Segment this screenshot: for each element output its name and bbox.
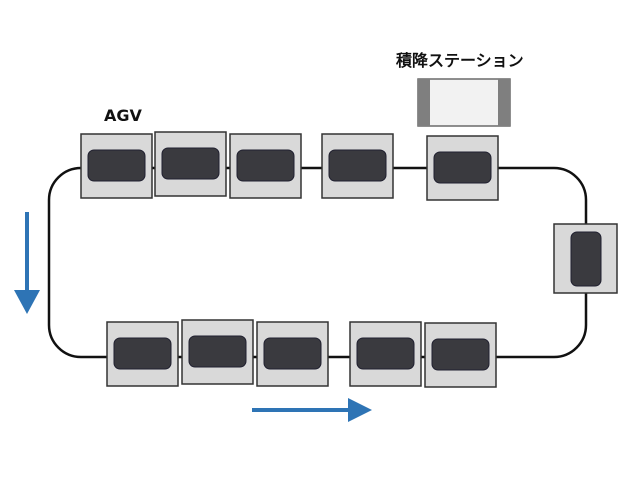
direction-arrow-down — [14, 212, 40, 314]
direction-arrow-right — [252, 398, 372, 422]
agv-label: AGV — [104, 106, 142, 125]
loading-station — [417, 78, 511, 127]
agv-bottom-4 — [349, 321, 422, 387]
agv-top-1 — [80, 133, 153, 199]
agv-bottom-5 — [424, 322, 497, 388]
agv-right-1 — [553, 223, 618, 294]
station-label: 積降ステーション — [396, 51, 524, 70]
top-agv-row — [80, 131, 499, 201]
station-left-side — [418, 79, 430, 126]
station-right-side — [498, 79, 510, 126]
agv-bottom-3 — [256, 321, 329, 387]
agv-top-3 — [229, 133, 302, 199]
agv-top-4 — [321, 133, 394, 199]
agv-top-2 — [154, 131, 227, 197]
agv-top-5 — [426, 135, 499, 201]
agv-bottom-2 — [181, 319, 254, 385]
bottom-agv-row — [106, 319, 497, 388]
agv-bottom-1 — [106, 321, 179, 387]
